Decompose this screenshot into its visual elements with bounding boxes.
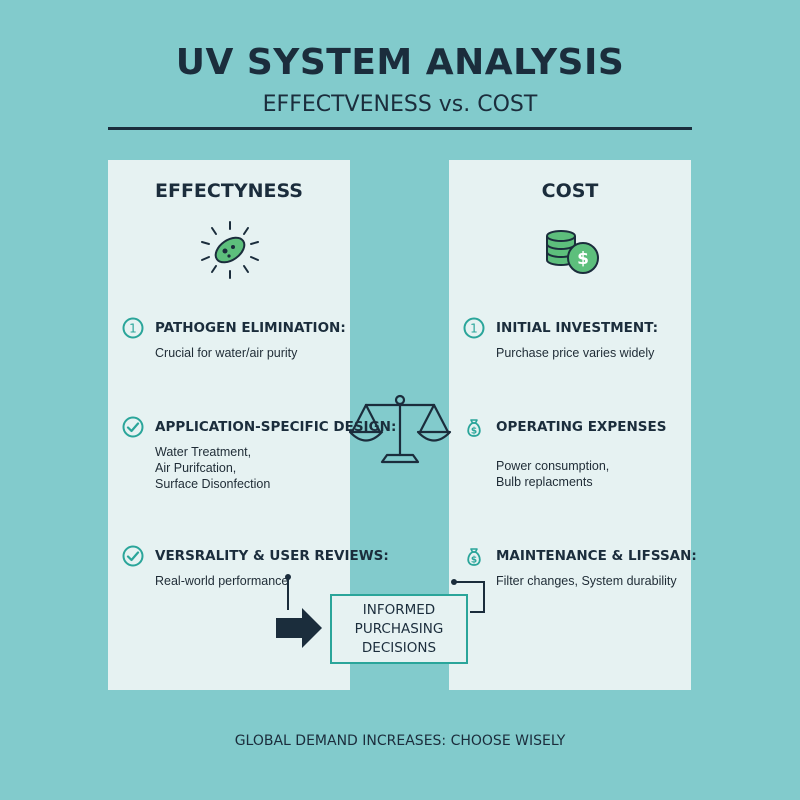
number-badge-icon: 1: [463, 317, 485, 339]
check-circle-icon: [122, 416, 144, 438]
balance-scale-icon: [348, 394, 452, 464]
money-bag-icon: $: [467, 548, 481, 566]
check-circle-icon: [122, 545, 144, 567]
svg-text:$: $: [471, 556, 477, 566]
maintenance-lifespan-heading: MAINTENANCE & LIFSSAN:: [496, 548, 697, 564]
decision-text: INFORMED PURCHASING DECISIONS: [354, 601, 444, 656]
svg-text:1: 1: [129, 322, 137, 336]
operating-expenses-heading: OPERATING EXPENSES: [496, 419, 667, 435]
title-divider: [108, 127, 692, 130]
application-design-heading: APPLICATION-SPECIFIC DESIGN:: [155, 419, 397, 435]
connector-lines: [287, 578, 485, 613]
svg-text:$: $: [471, 427, 477, 437]
page-subtitle: EFFECTVENESS vs. COST: [262, 92, 538, 117]
number-badge-icon: 1: [122, 317, 144, 339]
item-description: Filter changes, System durability: [496, 574, 677, 588]
item-description: Water Treatment, Air Purifcation, Surfac…: [155, 445, 271, 491]
item-description: Crucial for water/air purity: [155, 346, 298, 360]
arrow-right-icon: [276, 608, 322, 648]
cost-panel-title: COST: [541, 180, 599, 202]
microbe-icon: [201, 221, 259, 279]
effectiveness-panel-title: EFFECTYNESS: [155, 180, 303, 202]
page-title: UV SYSTEM ANALYSIS: [175, 42, 625, 83]
coins-dollar-icon: $: [546, 230, 599, 274]
item-description: Power consumption, Bulb replacments: [496, 459, 610, 489]
footer-tagline: GLOBAL DEMAND INCREASES: CHOOSE WISELY: [234, 733, 566, 749]
user-reviews-heading: VERSRALITY & USER REVIEWS:: [155, 548, 389, 564]
informed-decisions-box: INFORMED PURCHASING DECISIONS: [330, 594, 468, 664]
connector-dot: [451, 579, 457, 585]
item-description: Real-world performance: [155, 574, 289, 588]
cost-panel: COST $ 1 INITIAL INVESTMENT: Purchase pr…: [449, 160, 697, 690]
money-bag-icon: $: [467, 419, 481, 437]
item-description: Purchase price varies widely: [496, 346, 655, 360]
effectiveness-panel: EFFECTYNESS 1 PATHOGEN ELIMINATION: Cruc…: [108, 160, 396, 690]
svg-text:1: 1: [470, 322, 478, 336]
pathogen-elimination-heading: PATHOGEN ELIMINATION:: [155, 320, 346, 336]
connector-dot: [285, 574, 291, 580]
initial-investment-heading: INITIAL INVESTMENT:: [496, 320, 659, 336]
svg-text:$: $: [577, 249, 589, 269]
